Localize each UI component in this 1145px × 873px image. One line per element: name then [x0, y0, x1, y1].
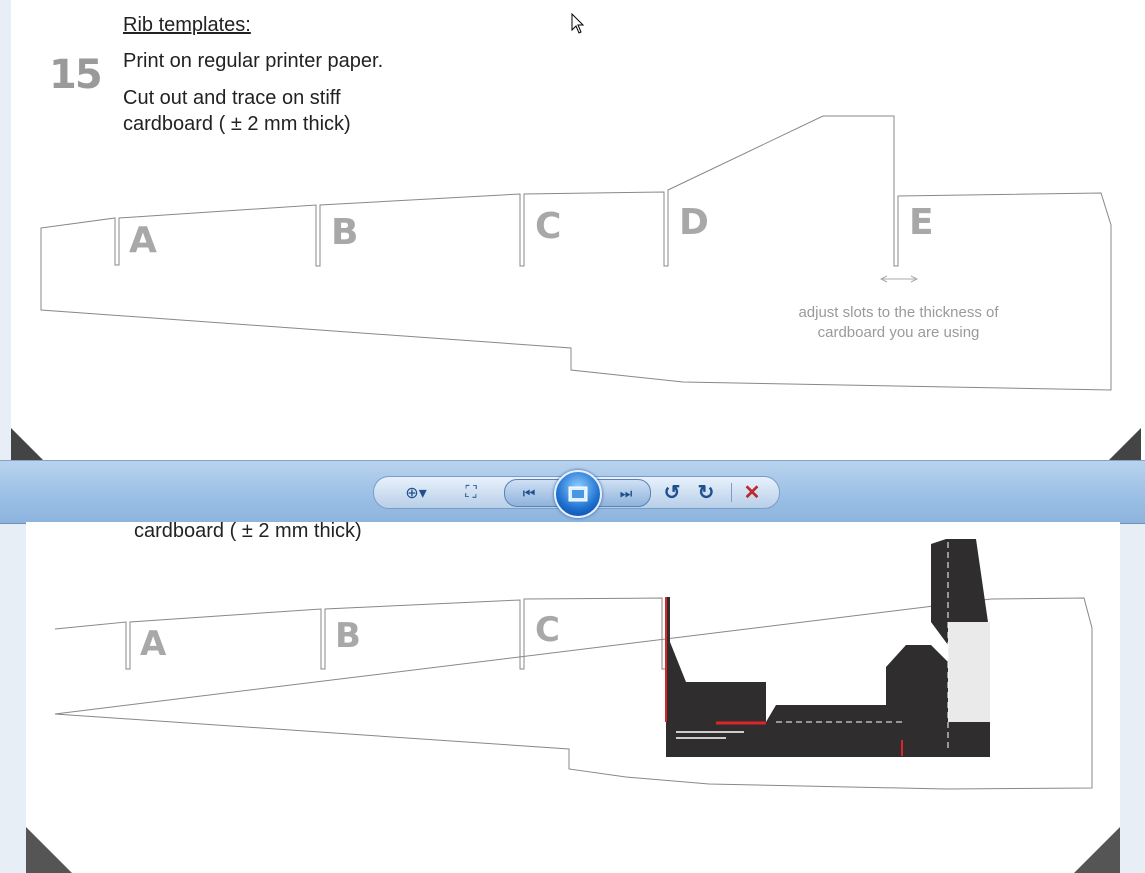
instruction-line-2-tail: cardboard ( ± 2 mm thick) — [134, 522, 362, 542]
fit-window-icon[interactable]: ⛶ — [465, 483, 477, 501]
slideshow-button[interactable] — [554, 470, 602, 518]
rib-label-d: D — [679, 202, 709, 243]
document-page-bottom: cardboard ( ± 2 mm thick) A B C — [26, 522, 1120, 873]
cardboard-rib-photo — [665, 539, 990, 757]
viewer-toolbar-band: ⊕▾ ⛶ ⏮ ⏭ ↺ ↻ ✕ — [0, 460, 1145, 524]
rib-label-c-bottom: C — [535, 610, 560, 650]
page-corner-left — [11, 428, 43, 460]
rib-label-a: A — [129, 220, 157, 261]
rib-template-outline-bottom — [54, 539, 1093, 790]
page-corner-right-bottom — [1074, 827, 1120, 873]
rib-template-outline — [40, 115, 1112, 391]
page-corner-right — [1109, 428, 1141, 460]
step-number: 15 — [49, 52, 103, 98]
instruction-line-1: Print on regular printer paper. — [123, 50, 384, 72]
rib-label-a-bottom: A — [140, 624, 167, 664]
zoom-icon[interactable]: ⊕▾ — [405, 484, 427, 502]
next-icon[interactable]: ⏭ — [619, 484, 633, 501]
rib-label-b-bottom: B — [335, 616, 361, 656]
rotate-left-icon[interactable]: ↺ — [663, 482, 681, 504]
page-corner-left-bottom — [26, 827, 72, 873]
rib-label-e: E — [909, 202, 934, 243]
slideshow-icon — [568, 486, 588, 502]
slot-adjust-note: adjust slots to the thickness of cardboa… — [798, 304, 999, 341]
rib-label-b: B — [331, 212, 359, 253]
delete-icon[interactable]: ✕ — [743, 482, 761, 504]
rib-label-c: C — [535, 206, 562, 247]
viewer-toolbar: ⊕▾ ⛶ ⏮ ⏭ ↺ ↻ ✕ — [373, 470, 780, 518]
mouse-cursor-icon — [571, 13, 585, 34]
rotate-right-icon[interactable]: ↻ — [697, 482, 715, 504]
document-page-top: Rib templates: 15 Print on regular print… — [11, 0, 1145, 460]
instruction-line-2: Cut out and trace on stiff cardboard ( ±… — [123, 87, 351, 135]
toolbar-separator — [731, 483, 732, 502]
previous-icon[interactable]: ⏮ — [522, 484, 536, 501]
rib-templates-heading: Rib templates: — [123, 14, 251, 36]
